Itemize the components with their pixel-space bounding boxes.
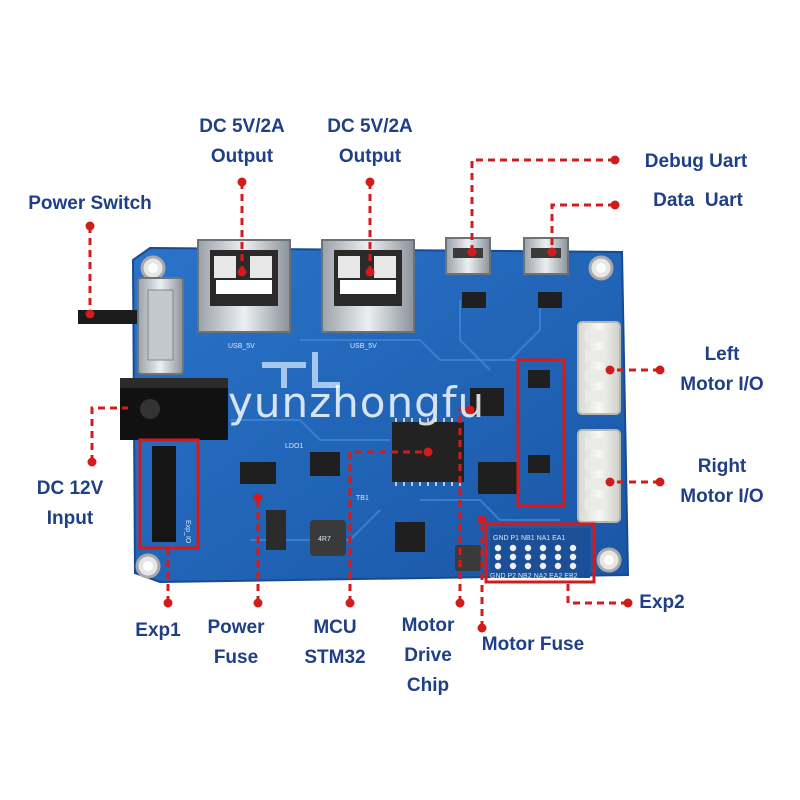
exp2-pin (509, 553, 517, 561)
exp2-pin (539, 562, 547, 570)
silk-exp-io: Exp_IO (184, 520, 191, 544)
label-exp1: Exp1 (135, 620, 181, 641)
micro-usb-data (523, 237, 569, 275)
leader-lines (88, 158, 660, 628)
label-usb-output-2: DC 5V/2A Output (306, 112, 434, 172)
exp2-pin (494, 562, 502, 570)
silk-exp2-bottom: GND P2 NB2 NA2 EA2 EB2 (490, 573, 578, 580)
silk-usb-left: USB_5V (228, 343, 255, 350)
leader-dc (90, 406, 128, 462)
label-debug-uart: Debug Uart (644, 151, 748, 172)
label-right-motor-line2: Motor I/O (680, 486, 764, 507)
exp2-pin (524, 562, 532, 570)
leader-debug (470, 158, 615, 252)
label-motor-drive: Motor Drive Chip (388, 611, 468, 701)
exp2-pin (539, 544, 547, 552)
silk-tb: TB1 (356, 495, 369, 502)
label-exp2: Exp2 (639, 592, 685, 613)
label-motor-drive-line2: Drive (404, 645, 452, 666)
label-dc-input-line1: DC 12V (36, 478, 104, 499)
label-right-motor-line1: Right (697, 456, 747, 477)
label-usb-output-2-line2: Output (338, 146, 402, 167)
components (240, 292, 562, 571)
label-left-motor: Left Motor I/O (662, 340, 782, 400)
highlight-motor-drive (516, 358, 566, 508)
label-mcu: MCU STM32 (290, 613, 380, 673)
usb-port-right (321, 239, 415, 333)
leader-motor (458, 408, 470, 603)
exp2-pin (554, 553, 562, 561)
mounting-holes (135, 255, 622, 579)
usb-port-left (197, 239, 291, 333)
exp2-pin (569, 544, 577, 552)
label-data-uart: Data Uart (653, 190, 743, 211)
label-left-motor-line2: Motor I/O (680, 374, 764, 395)
exp2-pin (569, 553, 577, 561)
exp2-pin (494, 553, 502, 561)
exp2-pin (554, 544, 562, 552)
exp2-pin (524, 553, 532, 561)
left-motor-connector (577, 321, 621, 415)
exp2-pin (569, 562, 577, 570)
exp2-pin (509, 544, 517, 552)
silk-usb-right: USB_5V (350, 343, 377, 350)
exp2-pin (539, 553, 547, 561)
exp2-pin (494, 544, 502, 552)
label-mcu-line2: STM32 (304, 647, 366, 668)
label-power-switch: Power Switch (28, 193, 152, 214)
leader-mcu (348, 450, 428, 603)
label-usb-output-1-line2: Output (210, 146, 274, 167)
highlight-exp2 (484, 522, 596, 584)
label-right-motor: Right Motor I/O (662, 452, 782, 512)
label-power-fuse-line2: Fuse (213, 647, 259, 668)
label-dc-input: DC 12V Input (20, 474, 120, 534)
leader-dots (85, 155, 665, 633)
label-motor-fuse: Motor Fuse (481, 634, 585, 655)
exp2-header-pins (490, 528, 590, 578)
power-switch (78, 277, 184, 375)
label-usb-output-1: DC 5V/2A Output (178, 112, 306, 172)
micro-usb-debug (445, 237, 491, 275)
leader-exp2 (566, 582, 628, 605)
label-motor-drive-line1: Motor (401, 615, 455, 636)
label-power-fuse: Power Fuse (196, 613, 276, 673)
exp2-pin (554, 562, 562, 570)
leader-data (550, 203, 615, 252)
label-mcu-line1: MCU (313, 617, 357, 638)
label-motor-drive-line3: Chip (406, 675, 450, 696)
exp2-pins (494, 544, 577, 570)
silk-inductor: 4R7 (318, 536, 331, 543)
board-logo (262, 352, 340, 388)
exp2-pin (524, 544, 532, 552)
label-dc-input-line2: Input (46, 508, 94, 529)
exp2-pin (509, 562, 517, 570)
watermark: yunzhongfu (228, 378, 486, 427)
dc-jack (120, 378, 228, 440)
exp1-header (152, 446, 176, 542)
label-usb-output-1-line1: DC 5V/2A (199, 116, 285, 137)
label-left-motor-line1: Left (704, 344, 740, 365)
label-usb-output-2-line1: DC 5V/2A (327, 116, 413, 137)
label-power-fuse-line1: Power (207, 617, 265, 638)
silk-exp2-top: GND P1 NB1 NA1 EA1 (493, 535, 565, 542)
right-motor-connector (577, 429, 621, 523)
silk-ldo: LDO1 (285, 443, 303, 450)
